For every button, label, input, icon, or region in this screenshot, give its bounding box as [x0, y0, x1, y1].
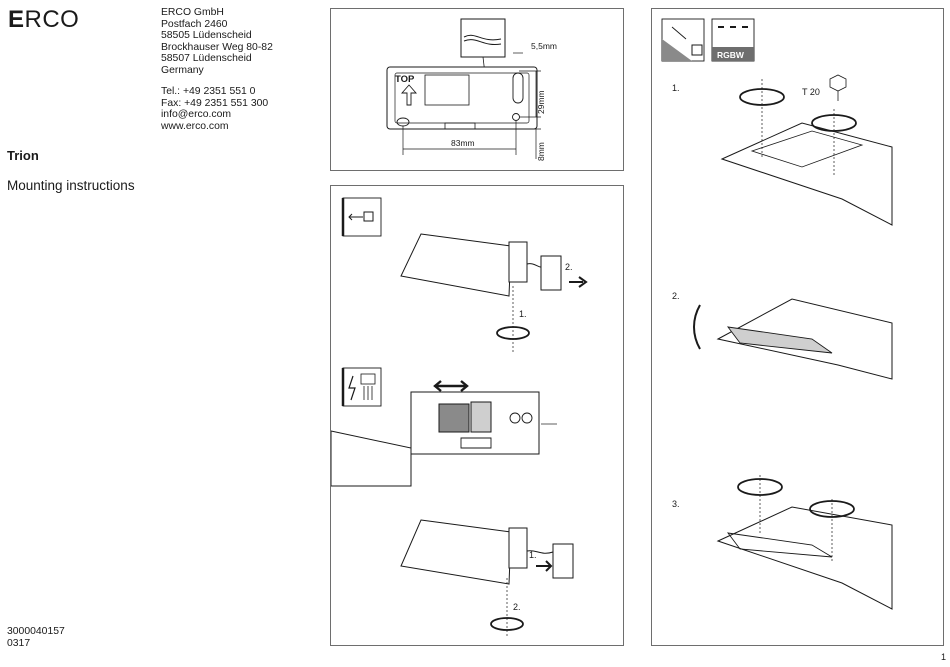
- rgbw-label: RGBW: [717, 50, 745, 60]
- wiring-panel: 2. 1. 1. 2.: [330, 185, 624, 646]
- erco-logo: ERCO: [8, 6, 80, 33]
- address-line: 58507 Lüdenscheid: [161, 53, 252, 65]
- height-dimension: 29mm: [536, 90, 546, 114]
- rotate-insert-icon: [693, 304, 701, 350]
- contact-phone: Tel.: +49 2351 551 0: [161, 86, 256, 97]
- address-line: Germany: [161, 64, 204, 76]
- luminaire-housing: [400, 519, 512, 585]
- document-code: 0317: [7, 637, 31, 649]
- arrow-right-icon: [545, 560, 553, 572]
- cable-entry-window: [424, 74, 470, 106]
- hole-dimension: 5,5mm: [531, 41, 557, 51]
- connector-block: [552, 543, 574, 579]
- cable-wire: [463, 34, 502, 41]
- step-label: 1.: [672, 83, 680, 93]
- document-number: 3000040157: [7, 626, 65, 637]
- drilling-template-diagram: TOP 83mm 29mm 5,5mm 8mm: [386, 18, 557, 161]
- step-label: 1.: [529, 550, 537, 560]
- rotate-screw-icon: [490, 617, 524, 631]
- luminaire-housing: [716, 506, 893, 610]
- rotate-screw-icon: [496, 326, 530, 340]
- torx-bit-icon: [829, 74, 847, 92]
- arrow-right-icon: [578, 276, 588, 288]
- company-contact: Tel.: +49 2351 551 0 Fax: +49 2351 551 3…: [161, 86, 268, 132]
- step-label: 2.: [565, 262, 573, 272]
- rotate-screw-icon: [739, 88, 785, 106]
- step-label: 2.: [672, 291, 680, 301]
- document-subtitle: Mounting instructions: [7, 178, 135, 193]
- contact-website: www.erco.com: [161, 120, 229, 132]
- arrow-left-icon: [433, 380, 442, 392]
- document-number-block: 3000040157 0317: [7, 626, 65, 649]
- top-label: TOP: [395, 74, 415, 85]
- address-line: ERCO GmbH: [161, 7, 224, 18]
- step-label: 2.: [513, 602, 521, 612]
- luminaire-housing: [400, 233, 512, 297]
- torx-label: T 20: [802, 87, 820, 97]
- address-line: 58505 Lüdenscheid: [161, 30, 252, 42]
- slotted-hole: [512, 72, 524, 104]
- connector-block: [540, 255, 562, 291]
- width-dimension: 83mm: [451, 138, 475, 148]
- offset-dimension: 8mm: [536, 142, 546, 161]
- contact-fax: Fax: +49 2351 551 300: [161, 97, 269, 109]
- mounting-panel: RGBW 1. T 20 2. 3.: [651, 8, 944, 646]
- drilling-template-panel: TOP 83mm 29mm 5,5mm 8mm: [330, 8, 624, 171]
- company-address: ERCO GmbH Postfach 2460 58505 Lüdenschei…: [161, 7, 273, 77]
- cable-sleeve: [331, 430, 412, 487]
- address-line: Postfach 2460: [161, 18, 228, 30]
- step-label: 1.: [519, 309, 527, 319]
- cable-wire: [463, 39, 502, 46]
- bottom-tab: [444, 122, 476, 130]
- rotate-screw-icon: [811, 114, 857, 132]
- terminal-block: [438, 403, 470, 433]
- step-label: 3.: [672, 499, 680, 509]
- rotate-screw-icon: [809, 500, 855, 518]
- luminaire-housing: [720, 122, 893, 226]
- mounting-diagram: RGBW 1. T 20 2. 3.: [661, 18, 893, 610]
- address-line: Brockhauser Weg 80-82: [161, 41, 273, 53]
- up-arrow-icon: [401, 84, 417, 106]
- reflector-insert: [726, 326, 833, 354]
- rotate-screw-icon: [737, 478, 783, 496]
- contact-email: info@erco.com: [161, 109, 232, 121]
- page-number: 1: [941, 652, 947, 662]
- wiring-diagram: 2. 1. 1. 2.: [331, 197, 588, 636]
- arrow-right-icon: [460, 380, 469, 392]
- product-name: Trion: [7, 148, 39, 163]
